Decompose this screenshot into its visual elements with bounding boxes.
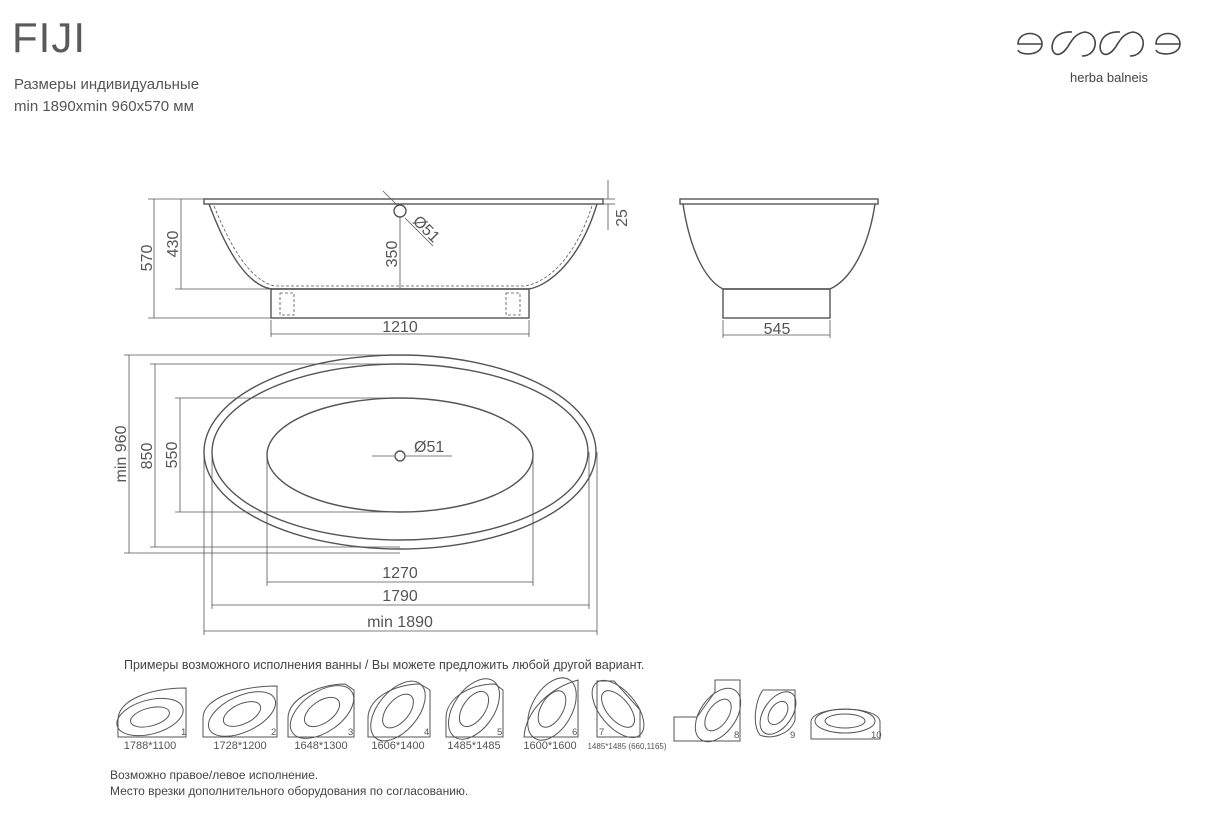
example-2-size: 1728*1200 xyxy=(213,740,266,752)
example-2 xyxy=(202,685,278,738)
logo-tagline: herba balneis xyxy=(1070,70,1149,85)
example-5-size: 1485*1485 xyxy=(447,740,500,752)
dim-1270: 1270 xyxy=(382,565,418,582)
top-view xyxy=(124,354,598,635)
example-6 xyxy=(523,677,579,741)
end-view xyxy=(679,198,879,338)
examples-heading: Примеры возможного исполнения ванны / Вы… xyxy=(124,658,645,672)
example-2-number: 2 xyxy=(271,727,276,738)
dim-min-960: min 960 xyxy=(113,425,130,482)
dim-drain-top: Ø51 xyxy=(414,439,444,456)
note-orientation: Возможно правое/левое исполнение. xyxy=(110,768,319,782)
dim-550: 550 xyxy=(164,442,181,469)
example-4-number: 4 xyxy=(424,727,429,738)
example-10 xyxy=(810,708,881,740)
note-equipment: Место врезки дополнительного оборудовани… xyxy=(110,784,469,798)
esse-logo xyxy=(1017,31,1181,57)
dim-850: 850 xyxy=(139,443,156,470)
example-8 xyxy=(673,679,742,743)
example-6-size: 1600*1600 xyxy=(523,740,576,752)
example-9-number: 9 xyxy=(790,730,795,741)
example-9 xyxy=(754,689,797,738)
example-3 xyxy=(287,683,355,739)
example-7-number: 7 xyxy=(599,727,604,738)
example-3-size: 1648*1300 xyxy=(294,740,347,752)
example-8-number: 8 xyxy=(734,730,739,741)
dim-1790: 1790 xyxy=(382,588,418,605)
dim-430: 430 xyxy=(165,231,182,258)
dim-350: 350 xyxy=(384,241,401,268)
example-5 xyxy=(445,678,504,740)
example-3-number: 3 xyxy=(348,727,353,738)
dim-1210: 1210 xyxy=(382,319,418,336)
subtitle-sizes: Размеры индивидуальные xyxy=(14,76,200,93)
example-7 xyxy=(591,680,645,738)
dim-545: 545 xyxy=(764,321,791,338)
example-5-number: 5 xyxy=(497,727,502,738)
product-title: FIJI xyxy=(12,14,86,61)
example-7-size: 1485*1485 (660,1165) xyxy=(587,742,666,751)
example-4 xyxy=(367,680,431,742)
dim-drain-side: Ø51 xyxy=(409,213,442,246)
side-view xyxy=(148,180,615,337)
example-4-size: 1606*1400 xyxy=(371,740,424,752)
subtitle-dimensions: min 1890xmin 960x570 мм xyxy=(14,98,194,115)
example-6-number: 6 xyxy=(572,727,577,738)
dim-570: 570 xyxy=(139,245,156,272)
example-1-size: 1788*1100 xyxy=(124,740,176,752)
example-1-number: 1 xyxy=(181,727,186,738)
example-1 xyxy=(116,687,187,738)
dim-25: 25 xyxy=(614,209,631,227)
example-10-number: 10 xyxy=(871,730,882,741)
dim-min-1890: min 1890 xyxy=(367,614,433,631)
